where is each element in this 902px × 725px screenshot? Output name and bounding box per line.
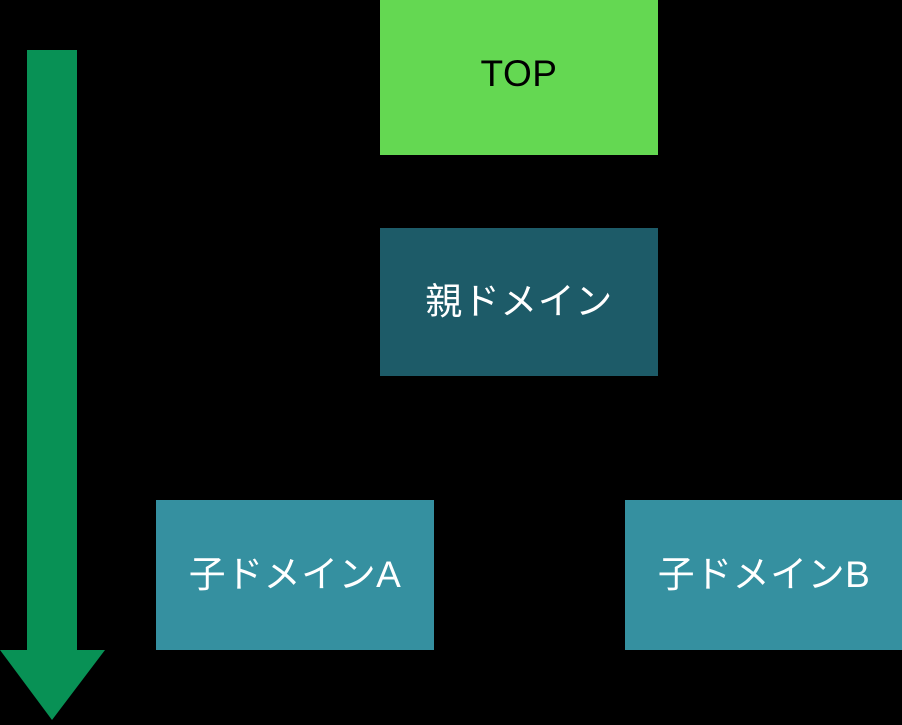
node-child-domain-a-label: 子ドメインA [188, 553, 402, 595]
arrow-shape [0, 50, 105, 720]
node-parent-domain-label: 親ドメイン [425, 280, 613, 322]
downward-flow-arrow-icon [0, 50, 105, 720]
node-child-domain-b-label: 子ドメインB [657, 553, 871, 595]
node-child-domain-a[interactable]: 子ドメインA [156, 500, 434, 650]
node-parent-domain[interactable]: 親ドメイン [380, 228, 658, 376]
node-top[interactable]: TOP [380, 0, 658, 155]
node-top-label: TOP [480, 53, 558, 95]
node-child-domain-b[interactable]: 子ドメインB [625, 500, 902, 650]
